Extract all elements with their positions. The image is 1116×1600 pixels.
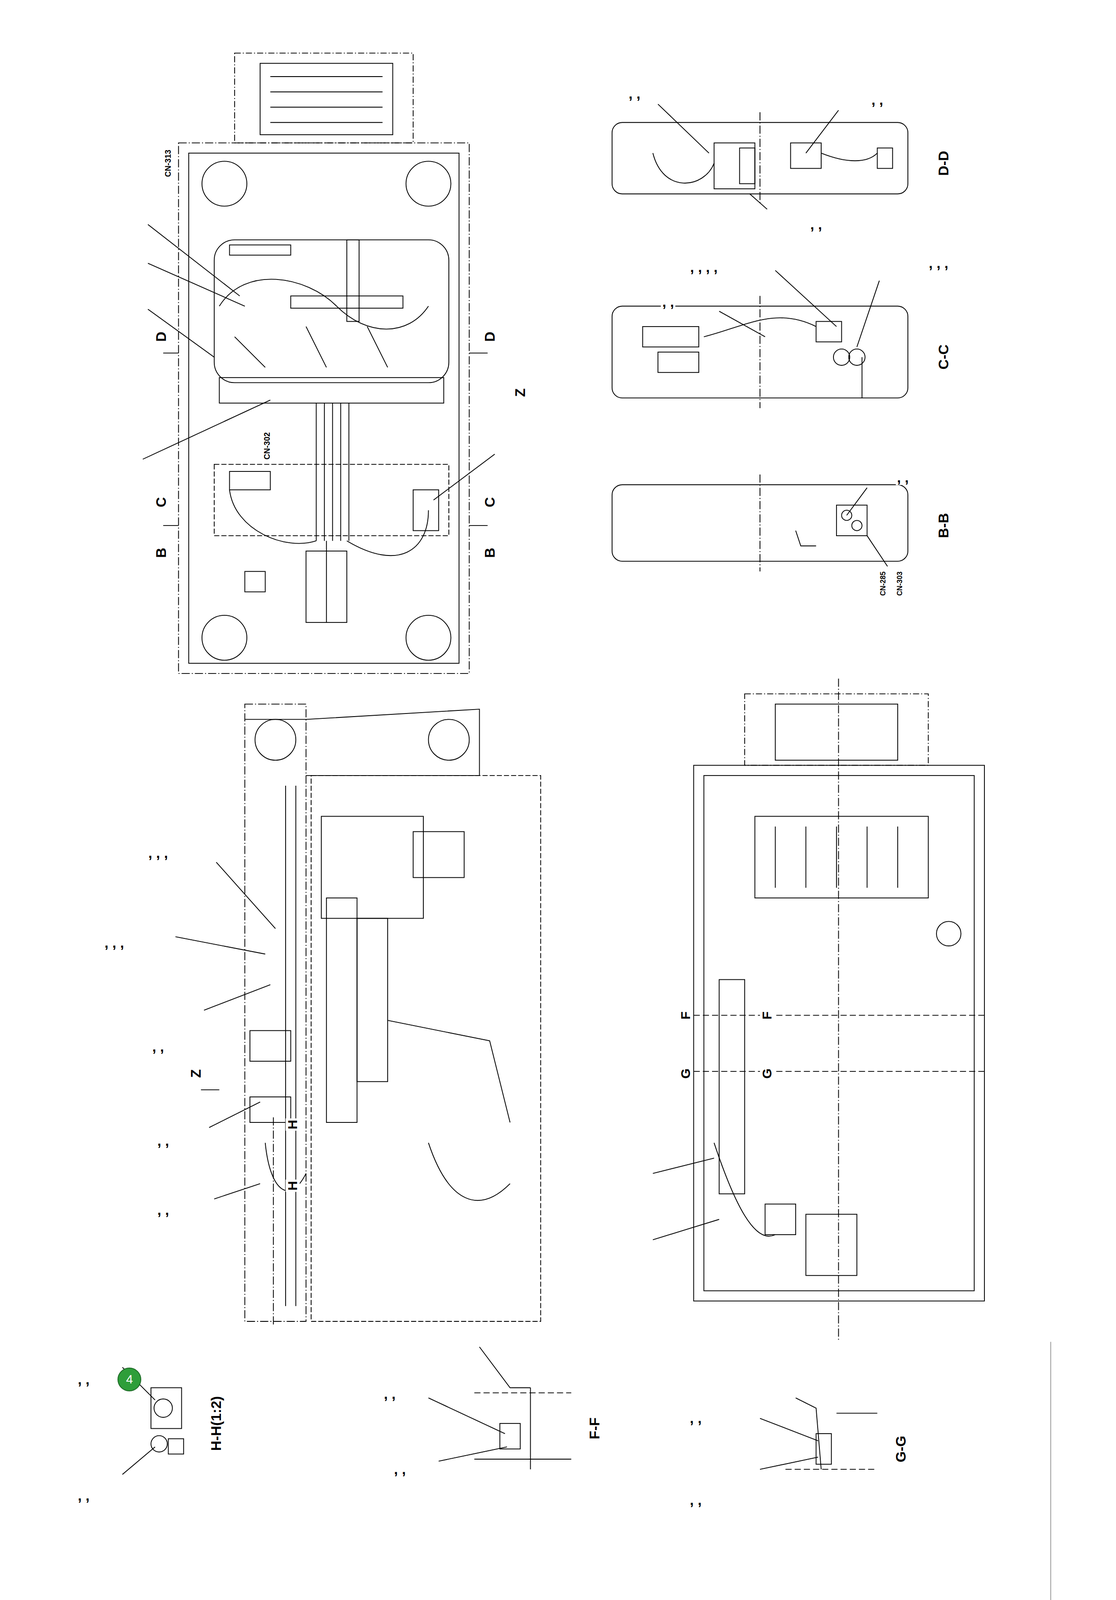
side-view <box>244 704 541 1327</box>
section-label: G <box>759 1066 775 1080</box>
section-views <box>612 112 908 572</box>
section-label: C <box>153 495 169 509</box>
callout-mark: , , <box>382 1386 397 1402</box>
callout-circle: 4 <box>117 1367 142 1392</box>
callout-mark: , , <box>156 1133 171 1149</box>
callout-mark: , , <box>76 1487 92 1503</box>
section-label: H-H(1:2) <box>208 1394 224 1452</box>
callout-mark: , , <box>688 1492 704 1508</box>
callout-mark: , , <box>688 1410 704 1426</box>
callout-mark: , , <box>870 92 885 108</box>
section-label: C-C <box>936 343 951 371</box>
leader-lines <box>122 104 880 1475</box>
section-label: F <box>678 1009 693 1021</box>
section-label: D <box>153 330 169 343</box>
callout-mark: , , <box>392 1461 408 1477</box>
section-label: D-D <box>936 149 951 177</box>
section-label: B <box>482 546 498 560</box>
section-label: G <box>678 1066 693 1080</box>
callout-number: 4 <box>126 1372 134 1387</box>
callout-mark: , , <box>627 86 643 102</box>
callout-mark: , , , , <box>688 259 719 275</box>
section-label: F <box>759 1009 775 1021</box>
section-label: F-F <box>587 1415 603 1441</box>
plan-view-bottom <box>693 678 985 1342</box>
section-label: Z <box>188 1067 204 1080</box>
callout-mark: , , , <box>102 935 125 951</box>
plan-view-top <box>178 53 470 674</box>
callout-mark: , , <box>895 469 911 485</box>
section-label: Z <box>512 387 528 399</box>
callout-mark: , , , <box>927 255 950 271</box>
callout-mark: , , , <box>146 845 169 861</box>
section-label: B-B <box>936 511 951 540</box>
callout-mark: , , <box>150 1038 166 1054</box>
detail-views <box>150 1341 1051 1600</box>
callout-mark: , , <box>808 216 824 232</box>
callout-mark: , , <box>156 1202 171 1218</box>
connector-tag: CN-302 <box>262 430 272 461</box>
callout-mark: , , <box>76 1371 92 1387</box>
section-label: C <box>482 495 498 509</box>
section-label: H <box>285 1179 300 1192</box>
section-label: D <box>482 330 498 343</box>
section-label: H <box>285 1118 300 1131</box>
section-label: B <box>153 546 169 560</box>
section-label: G-G <box>893 1433 909 1463</box>
callout-mark: , , <box>660 294 676 310</box>
connector-tag: CN-303 <box>895 569 904 597</box>
connector-tag: CN-313 <box>163 148 173 179</box>
connector-tag: CN-285 <box>879 569 888 597</box>
